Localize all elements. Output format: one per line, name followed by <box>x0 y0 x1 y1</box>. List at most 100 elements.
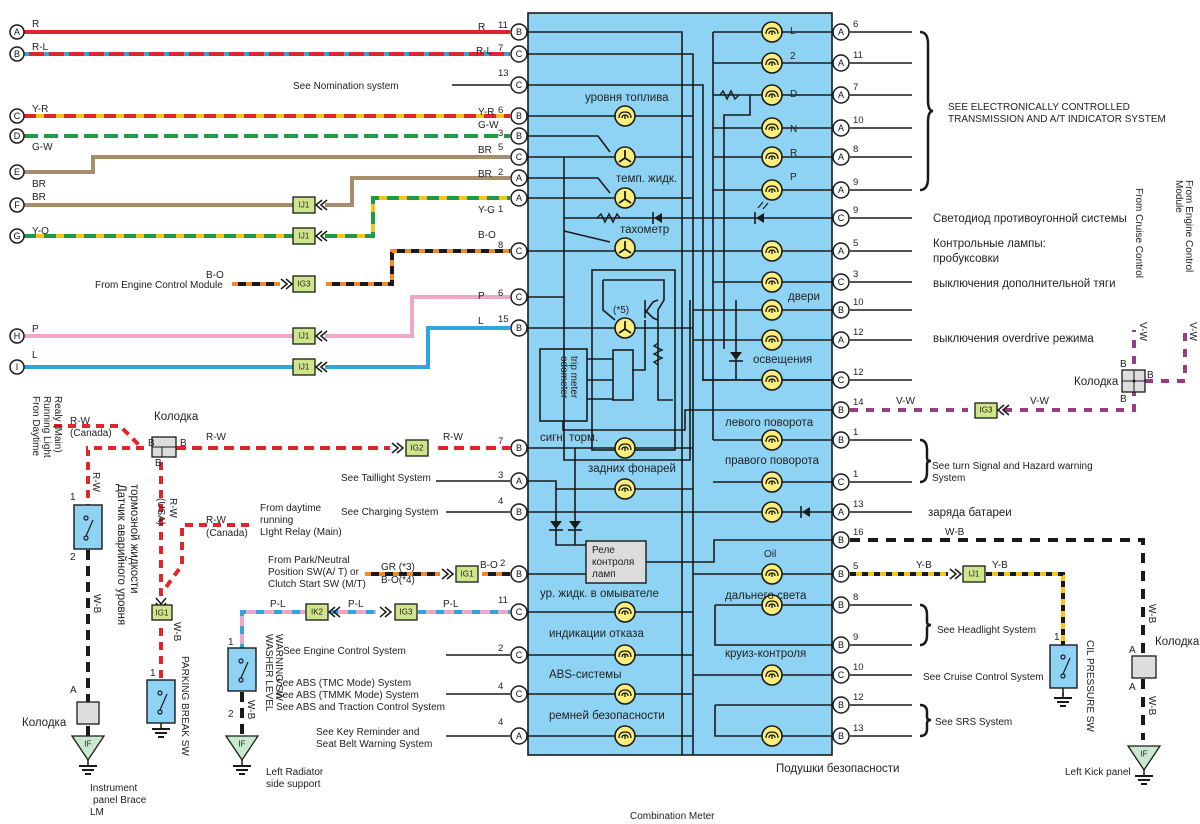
terminal-a[interactable]: A <box>9 24 25 40</box>
connector-c[interactable]: C <box>510 148 528 166</box>
connector-b[interactable]: B <box>510 503 528 521</box>
junction-ig3-right[interactable]: IG3 <box>974 402 1010 419</box>
ground-if-1[interactable]: IF <box>70 735 106 775</box>
charge-lamp-icon <box>761 501 783 523</box>
connector-a[interactable]: A <box>510 189 528 207</box>
diode-icon <box>549 521 563 531</box>
kolodka-connector-lower[interactable] <box>76 701 100 725</box>
svg-text:A: A <box>838 185 844 195</box>
connector-c[interactable]: C1 <box>832 469 858 491</box>
svg-text:P: P <box>790 172 797 183</box>
junction-ig3[interactable]: IG3 <box>280 275 316 293</box>
svg-text:R-L: R-L <box>476 46 493 57</box>
connector-b[interactable]: B5 <box>832 561 858 583</box>
junction-ij1[interactable]: IJ1 <box>292 327 328 345</box>
brake-fluid-sensor[interactable] <box>73 504 103 550</box>
connector-c[interactable]: C <box>510 603 528 621</box>
junction-ig1[interactable]: IG1 <box>441 565 479 583</box>
svg-text:R-W: R-W <box>70 416 91 427</box>
terminal-f[interactable]: F <box>9 197 25 213</box>
connector-c[interactable]: C <box>510 288 528 306</box>
trc-off-lamp-icon <box>761 271 783 293</box>
junction-ij1[interactable]: IJ1 <box>292 358 328 376</box>
connector-a[interactable]: A10 <box>832 115 864 137</box>
junction-ij1[interactable]: IJ1 <box>292 196 328 214</box>
connector-b[interactable]: B13 <box>832 723 864 745</box>
connector-b[interactable]: B <box>510 127 528 145</box>
connector-b[interactable]: B <box>510 107 528 125</box>
connector-c[interactable]: C <box>510 76 528 94</box>
connector-a[interactable]: A8 <box>832 144 858 166</box>
terminal-e[interactable]: E <box>9 164 25 180</box>
svg-text:B: B <box>516 443 522 453</box>
svg-text:6: 6 <box>498 105 503 116</box>
kolodka-connector[interactable] <box>151 436 177 458</box>
taillight-ref: See Taillight System <box>341 473 431 484</box>
lamp-control-relay[interactable] <box>585 540 647 584</box>
connector-c[interactable]: C12 <box>832 367 864 389</box>
connector-c[interactable]: C <box>510 685 528 703</box>
connector-b[interactable]: B12 <box>832 692 864 714</box>
charging-ref: See Charging System <box>341 507 438 518</box>
kolodka-right-lower[interactable] <box>1131 655 1157 679</box>
svg-text:индикации отказа: индикации отказа <box>549 628 644 640</box>
ecm-ref: From Engine Control Module <box>95 280 223 291</box>
svg-text:W-B: W-B <box>1146 696 1157 716</box>
connector-b[interactable]: B14 <box>832 397 864 419</box>
connector-a[interactable]: A <box>510 169 528 187</box>
svg-text:C: C <box>838 670 845 680</box>
connector-a[interactable]: A9 <box>832 177 858 199</box>
junction-ij1[interactable]: IJ1 <box>292 227 328 245</box>
connector-b[interactable]: B9 <box>832 632 858 654</box>
connector-c[interactable]: C10 <box>832 662 864 684</box>
ground-if-2[interactable]: IF <box>224 735 260 775</box>
connector-c[interactable]: C <box>510 646 528 664</box>
junction-ij1-right[interactable]: IJ1 <box>949 565 986 583</box>
connector-a[interactable]: A <box>510 727 528 745</box>
parking-brake-switch[interactable] <box>146 679 176 738</box>
junction-ik2[interactable]: IK2 <box>305 603 341 621</box>
connector-b[interactable]: B16 <box>832 527 864 549</box>
svg-text:темп. жидк.: темп. жидк. <box>616 173 677 185</box>
connector-b[interactable]: B <box>510 23 528 41</box>
connector-c[interactable]: C3 <box>832 269 858 291</box>
junction-ig1-vertical[interactable]: IG1 <box>151 597 173 621</box>
washer-level-switch[interactable] <box>227 647 257 692</box>
svg-text:освещения: освещения <box>753 354 812 366</box>
terminal-g[interactable]: G <box>9 228 25 244</box>
connector-c[interactable]: C9 <box>832 205 858 227</box>
ground-if-3[interactable]: IF <box>1126 745 1162 785</box>
connector-a[interactable]: A11 <box>832 50 863 72</box>
connector-c[interactable]: C <box>510 242 528 260</box>
junction-ig2[interactable]: IG2 <box>391 439 429 457</box>
oil-pressure-switch[interactable] <box>1049 644 1078 707</box>
svg-text:левого поворота: левого поворота <box>725 417 814 429</box>
temp-gauge-icon <box>614 187 636 209</box>
terminal-i[interactable]: I <box>9 359 25 375</box>
connector-a[interactable]: A7 <box>832 82 858 104</box>
connector-b[interactable]: B <box>510 319 528 337</box>
connector-a[interactable]: A13 <box>832 499 864 521</box>
connector-b[interactable]: B <box>510 565 528 583</box>
diode-icon <box>652 212 662 224</box>
connector-b[interactable]: B8 <box>832 592 858 614</box>
connector-a[interactable]: A6 <box>832 19 858 41</box>
svg-text:C: C <box>838 375 845 385</box>
junction-ig3[interactable]: IG3 <box>379 603 418 621</box>
kolodka-right[interactable] <box>1121 369 1146 393</box>
svg-text:1: 1 <box>498 204 503 215</box>
connector-b[interactable]: B1 <box>832 427 858 449</box>
connector-b[interactable]: B10 <box>832 297 864 319</box>
terminal-b[interactable]: B <box>9 46 25 62</box>
connector-b[interactable]: B <box>510 439 528 457</box>
connector-c[interactable]: C <box>510 45 528 63</box>
terminal-d[interactable]: D <box>9 128 25 144</box>
connector-a[interactable]: A5 <box>832 238 858 260</box>
connector-a[interactable]: A <box>510 472 528 490</box>
terminal-c[interactable]: C <box>9 108 25 124</box>
terminal-h[interactable]: H <box>9 328 25 344</box>
connector-a[interactable]: A12 <box>832 327 864 349</box>
svg-text:E: E <box>14 167 20 177</box>
